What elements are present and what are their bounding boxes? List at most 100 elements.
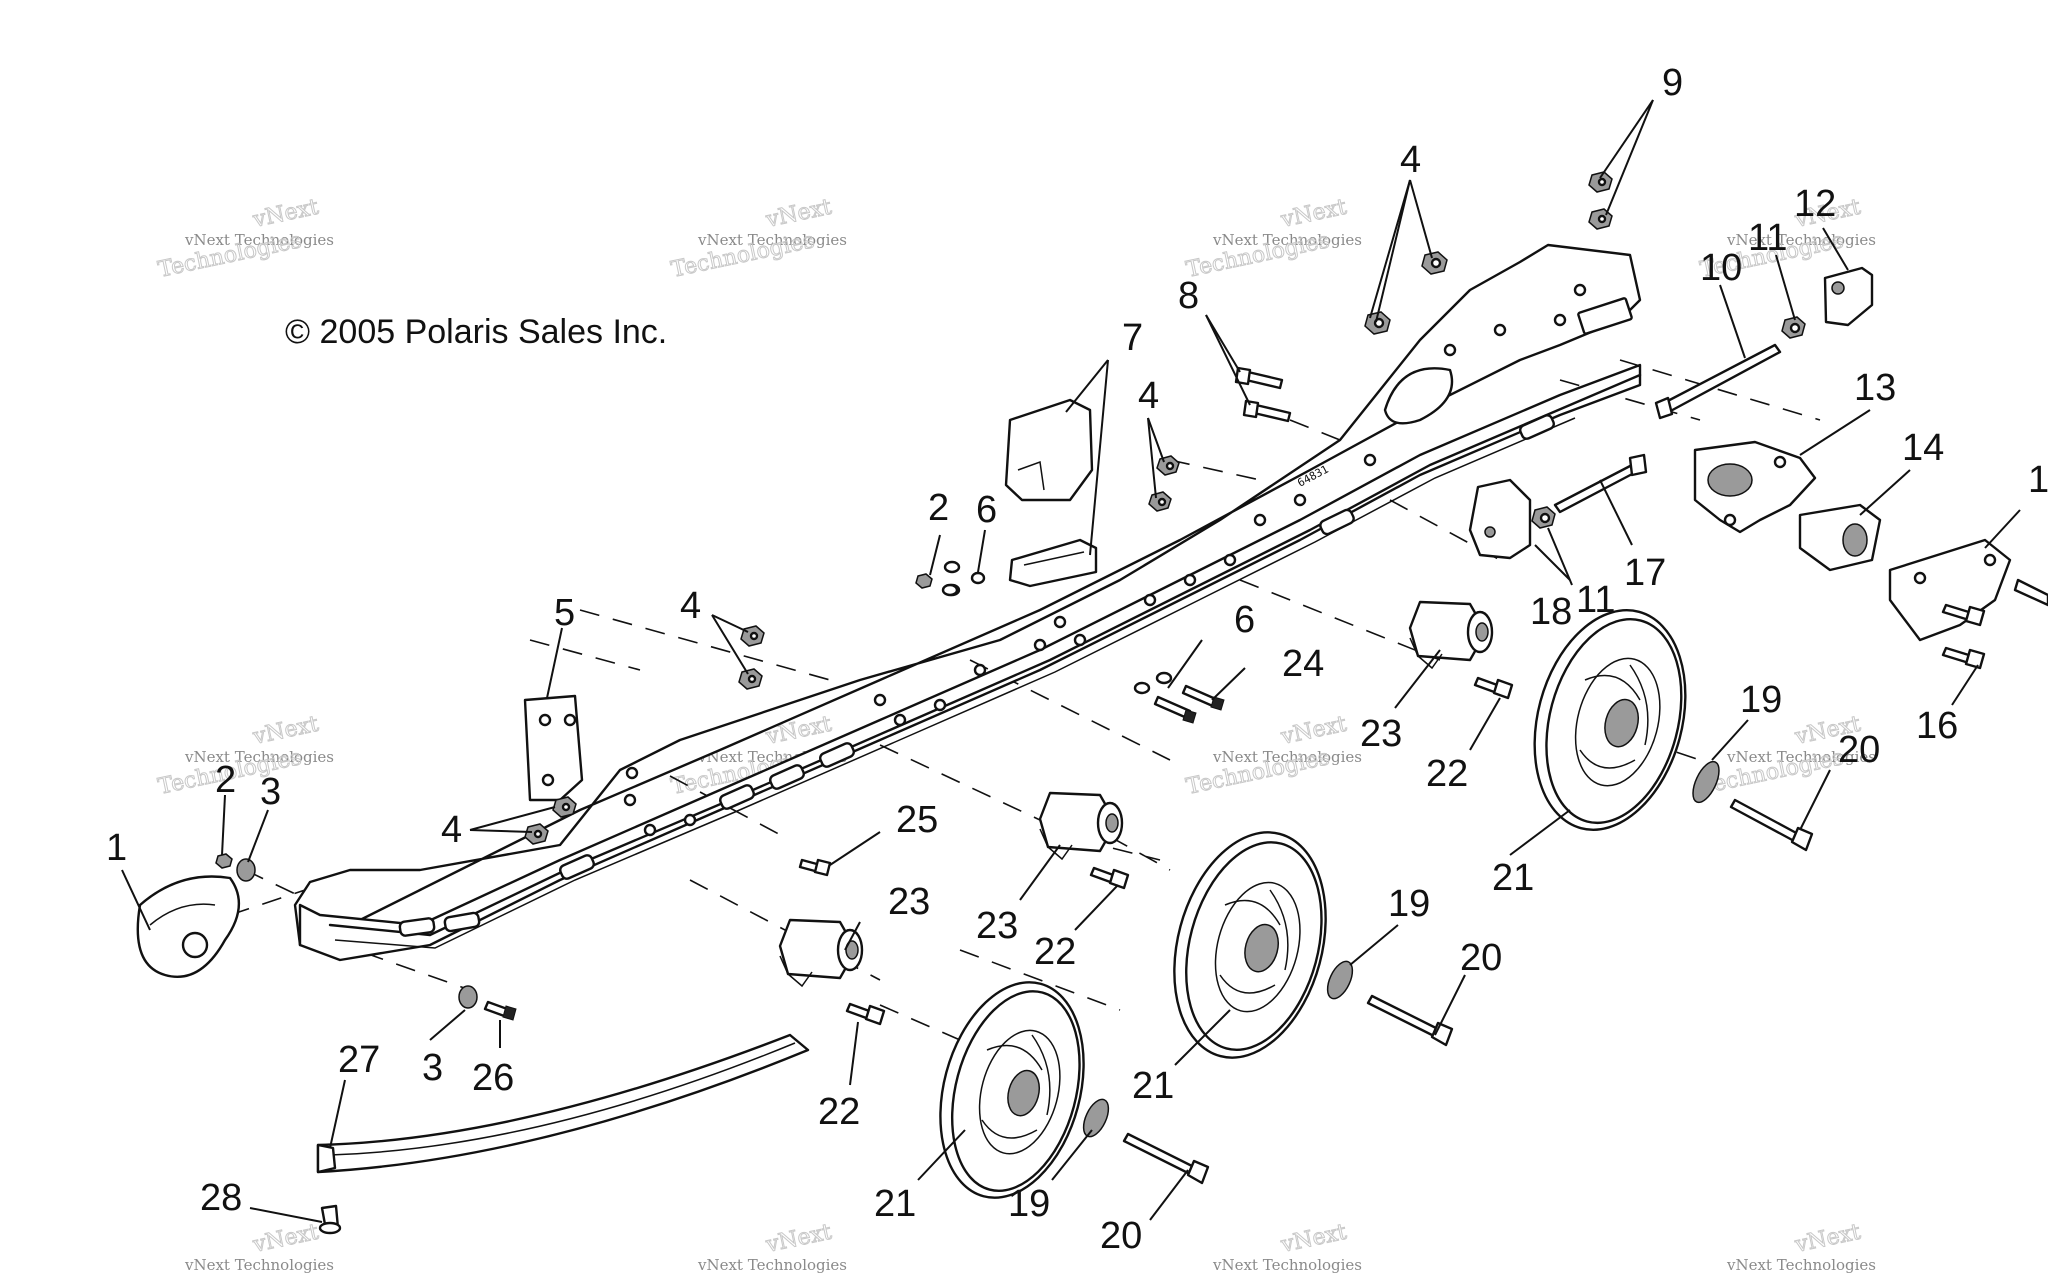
bolt-part-22 bbox=[1089, 866, 1130, 890]
callout-21: 21 bbox=[1132, 1065, 1174, 1107]
bolt-part-20 bbox=[1729, 798, 1814, 852]
bracket-part-13 bbox=[1693, 440, 1817, 534]
callout-23: 23 bbox=[888, 881, 930, 923]
nut-part-4 bbox=[1364, 311, 1391, 335]
callout-11: 11 bbox=[1748, 217, 1787, 259]
callout-14: 14 bbox=[1902, 427, 1944, 469]
shaft-part-10 bbox=[1654, 343, 1782, 420]
bracket-part-7 bbox=[1004, 398, 1098, 588]
nut-part-4 bbox=[552, 796, 577, 818]
plate-part-5 bbox=[523, 694, 584, 802]
callout-22: 22 bbox=[1034, 931, 1076, 973]
callout-5: 5 bbox=[554, 592, 575, 634]
rail-cap-part-1 bbox=[136, 875, 241, 978]
callout-23: 23 bbox=[976, 905, 1018, 947]
callout-4: 4 bbox=[1138, 375, 1159, 417]
callout-12: 12 bbox=[1794, 183, 1836, 225]
watermark: vNext vNext Technologies Technologies bbox=[1184, 194, 1362, 283]
watermark-text: vNext Technologies bbox=[184, 748, 334, 766]
watermark: vNext vNext Technologies bbox=[1726, 1219, 1876, 1274]
washer-part-3 bbox=[236, 858, 256, 882]
callout-26: 26 bbox=[472, 1057, 514, 1099]
callout-11: 11 bbox=[1576, 579, 1615, 621]
block-part-23 bbox=[1038, 791, 1124, 861]
slide-rail: 64831 bbox=[293, 243, 1642, 962]
watermark-text: vNext Technologies bbox=[697, 1256, 847, 1274]
callout-21: 21 bbox=[874, 1183, 916, 1225]
callout-8: 8 bbox=[1178, 275, 1199, 317]
callout-17: 17 bbox=[1624, 552, 1666, 594]
watermark-text: vNext Technologies bbox=[184, 231, 334, 249]
watermark-text: vNext Technologies bbox=[1212, 231, 1362, 249]
bolt-part-16 bbox=[1941, 603, 1986, 670]
watermark-top: vNext bbox=[763, 1220, 834, 1258]
watermark-top: vNext bbox=[1278, 712, 1349, 750]
callout-10: 10 bbox=[1700, 247, 1742, 289]
watermark-top: vNext bbox=[763, 195, 834, 233]
callout-22: 22 bbox=[1426, 753, 1468, 795]
washer-part-19 bbox=[1692, 760, 1720, 804]
bolt-part-20 bbox=[1366, 994, 1454, 1047]
screw-part-28 bbox=[318, 1204, 342, 1235]
callout-13: 13 bbox=[1854, 367, 1896, 409]
watermark: vNext vNext Technologies Technologies bbox=[156, 711, 334, 800]
callout-20: 20 bbox=[1838, 729, 1880, 771]
bolt-part-8 bbox=[1234, 366, 1292, 423]
callout-4: 4 bbox=[680, 585, 701, 627]
callout-24: 24 bbox=[1282, 643, 1324, 685]
watermark-top: vNext bbox=[1792, 1220, 1863, 1258]
rail-slots bbox=[398, 297, 1633, 937]
bracket-part-12 bbox=[1823, 266, 1874, 327]
callout-28: 28 bbox=[200, 1177, 242, 1219]
callout-20: 20 bbox=[1460, 937, 1502, 979]
bracket-part-15 bbox=[1888, 538, 2048, 642]
callout-23: 23 bbox=[1360, 713, 1402, 755]
block-part-23 bbox=[1408, 600, 1494, 670]
nut-part-4 bbox=[738, 668, 763, 690]
idler-wheel bbox=[939, 981, 1085, 1199]
callout-7: 7 bbox=[1122, 317, 1143, 359]
callout-20: 20 bbox=[1100, 1215, 1142, 1257]
callout-19: 19 bbox=[1008, 1183, 1050, 1225]
block-part-18 bbox=[1468, 478, 1532, 560]
callout-2: 2 bbox=[215, 759, 236, 801]
rail-holes bbox=[623, 283, 1587, 837]
nut-part-9 bbox=[1588, 208, 1613, 230]
bolt-part-22 bbox=[845, 1002, 886, 1026]
watermark-text: vNext Technologies bbox=[1726, 1256, 1876, 1274]
idler-wheel bbox=[1533, 609, 1687, 831]
nut-part-4 bbox=[524, 823, 549, 845]
nut-part-9 bbox=[1588, 171, 1613, 193]
idler-wheel bbox=[1173, 831, 1327, 1059]
washer-part-19 bbox=[1326, 960, 1354, 1000]
washer-part-6 bbox=[941, 571, 986, 597]
nut-part-4 bbox=[1156, 455, 1180, 476]
watermark-top: vNext bbox=[1278, 1220, 1349, 1258]
bushing-part-14 bbox=[1798, 503, 1882, 572]
callout-25: 25 bbox=[896, 799, 938, 841]
watermark-text: vNext Technologies bbox=[1212, 748, 1362, 766]
watermark-top: vNext bbox=[250, 195, 321, 233]
hyfax-part-27 bbox=[316, 1033, 810, 1174]
callout-15: 1 bbox=[2028, 459, 2048, 501]
callout-19: 19 bbox=[1740, 679, 1782, 721]
washer-part-19 bbox=[1082, 1098, 1110, 1138]
callout-3: 3 bbox=[422, 1047, 443, 1089]
nut-part-4 bbox=[1421, 251, 1448, 275]
watermark: vNext vNext Technologies Technologies bbox=[669, 194, 847, 283]
bolt-part-17 bbox=[1553, 453, 1648, 514]
watermark-top: vNext bbox=[1278, 195, 1349, 233]
bolt-part-22 bbox=[1473, 676, 1514, 700]
nut-part-2 bbox=[215, 853, 233, 869]
nut-part-4 bbox=[1148, 491, 1172, 512]
bolt-part-20 bbox=[1122, 1132, 1210, 1185]
callout-4: 4 bbox=[441, 809, 462, 851]
callout-6: 6 bbox=[1234, 599, 1255, 641]
callout-19: 19 bbox=[1388, 883, 1430, 925]
washer-part-6 bbox=[1133, 671, 1173, 695]
watermark-text: vNext Technologies bbox=[697, 231, 847, 249]
nut-part-11 bbox=[1531, 506, 1556, 529]
callout-27: 27 bbox=[338, 1039, 380, 1081]
